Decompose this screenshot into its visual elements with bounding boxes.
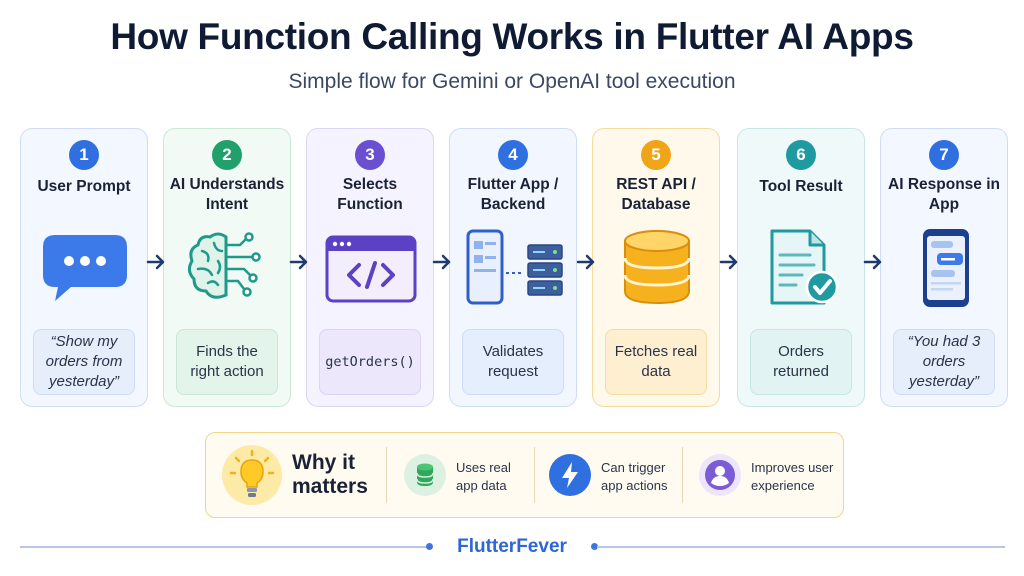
step-note: Validates request	[462, 329, 564, 395]
user-icon	[699, 454, 741, 496]
step-card-ai-understands-intent: 2 AI Understands Intent Finds the right …	[163, 128, 291, 407]
database-icon	[404, 454, 446, 496]
step-note: “Show my orders from yesterday”	[33, 329, 135, 395]
step-card-selects-function: 3 Selects Function getOrders()	[306, 128, 434, 407]
step-card-tool-result: 6 Tool Result Orders returned	[737, 128, 865, 407]
step-card-ai-response-in-app: 7 AI Response in App “You had 3 orders y…	[880, 128, 1008, 407]
step-number-badge: 4	[498, 140, 528, 170]
step-note: Fetches real data	[605, 329, 707, 395]
step-title: Tool Result	[759, 178, 843, 195]
step-note: Orders returned	[750, 329, 852, 395]
chat-bubble-icon	[35, 227, 135, 307]
step-title: User Prompt	[37, 178, 131, 195]
footer-divider-right	[597, 546, 1005, 548]
why-it-matters-title: Why it matters	[292, 451, 368, 498]
lightbulb-icon	[222, 445, 282, 505]
footer-divider-left	[20, 546, 428, 548]
step-number-badge: 7	[929, 140, 959, 170]
step-title: AI Understands Intent	[169, 176, 285, 213]
footer-brand: FlutterFever	[457, 536, 567, 557]
step-title: REST API / Database	[616, 176, 696, 213]
step-note: Finds the right action	[176, 329, 278, 395]
arrow-right-icon	[146, 254, 166, 270]
step-title: Flutter App / Backend	[467, 176, 559, 213]
page-title: How Function Calling Works in Flutter AI…	[110, 16, 914, 57]
step-note: “You had 3 orders yesterday”	[893, 329, 995, 395]
arrow-right-icon	[576, 254, 596, 270]
divider	[534, 447, 535, 503]
step-number-badge: 2	[212, 140, 242, 170]
arrow-right-icon	[432, 254, 452, 270]
step-note: getOrders()	[319, 329, 421, 395]
arrow-right-icon	[719, 254, 739, 270]
step-number-badge: 6	[786, 140, 816, 170]
step-number-badge: 5	[641, 140, 671, 170]
phone-chat-icon	[895, 227, 995, 307]
why-it-matters-panel: Why it matters Uses real app data Can tr…	[205, 432, 844, 518]
feature-label: Uses real app data	[456, 460, 511, 493]
code-window-icon	[321, 227, 421, 307]
arrow-right-icon	[863, 254, 883, 270]
arrow-right-icon	[289, 254, 309, 270]
lightning-icon	[549, 454, 591, 496]
step-card-flutter-app-backend: 4 Flutter App / Backend Validates reques…	[449, 128, 577, 407]
database-icon	[607, 227, 707, 307]
divider	[682, 447, 683, 503]
feature-label: Can trigger app actions	[601, 460, 668, 493]
divider	[386, 447, 387, 503]
footer-dot	[591, 543, 598, 550]
step-number-badge: 1	[69, 140, 99, 170]
footer-dot	[426, 543, 433, 550]
document-check-icon	[752, 227, 852, 307]
feature-label: Improves user experience	[751, 460, 834, 493]
step-title: AI Response in App	[888, 176, 1000, 213]
phone-server-icon	[464, 227, 564, 307]
step-card-rest-api-database: 5 REST API / Database Fetches real data	[592, 128, 720, 407]
page-subtitle: Simple flow for Gemini or OpenAI tool ex…	[288, 70, 736, 93]
step-number-badge: 3	[355, 140, 385, 170]
step-title: Selects Function	[337, 176, 403, 213]
step-card-user-prompt: 1 User Prompt “Show my orders from yeste…	[20, 128, 148, 407]
ai-brain-icon	[178, 227, 278, 307]
